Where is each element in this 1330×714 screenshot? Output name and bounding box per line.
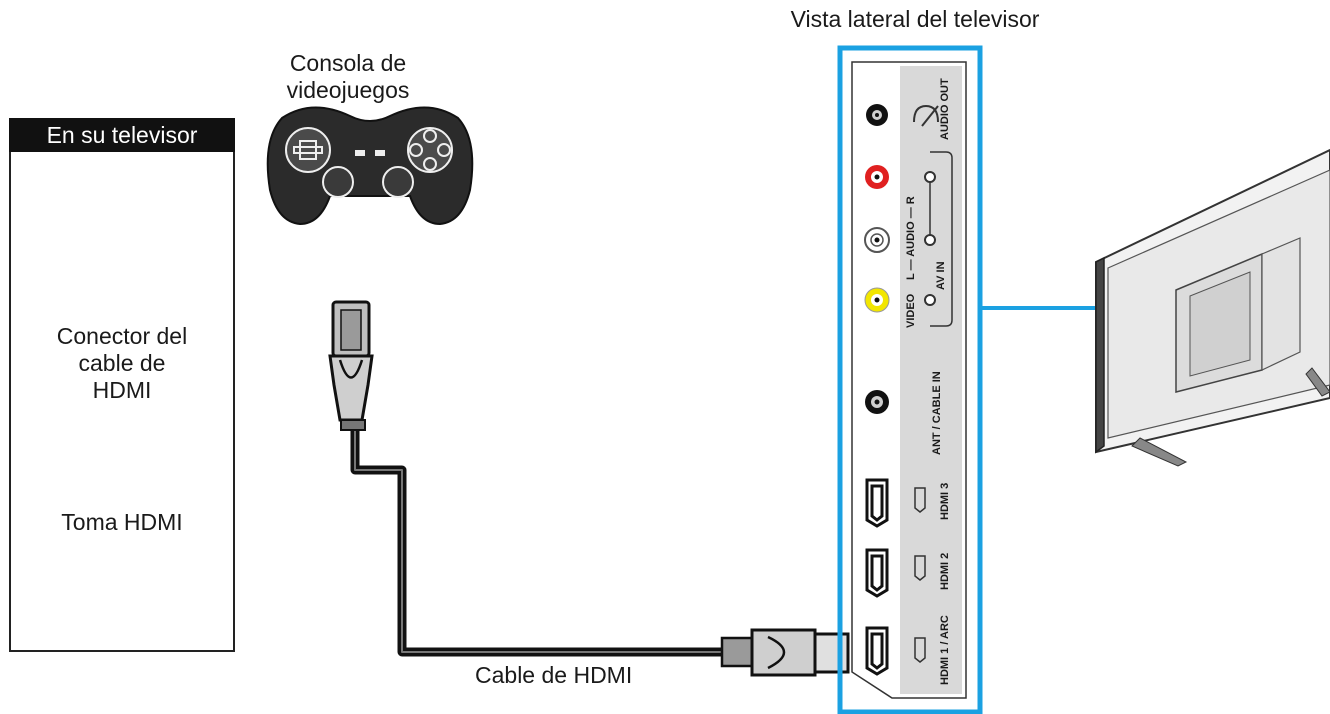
connector-label-line: HDMI	[92, 377, 152, 403]
svg-text:VIDEO: VIDEO	[905, 293, 917, 328]
svg-text:HDMI 3: HDMI 3	[939, 483, 951, 520]
tv-side-label: Vista lateral del televisor	[790, 6, 1040, 32]
game-controller-icon	[266, 106, 474, 226]
audio-out-label: AUDIO OUT	[939, 78, 951, 140]
console-label-line: videojuegos	[286, 77, 410, 103]
ant-cable-in-label: ANT / CABLE IN	[931, 371, 943, 455]
svg-text:HDMI 2: HDMI 2	[939, 553, 951, 590]
connector-label-line: Conector del	[56, 323, 188, 349]
hdmi2-label: HDMI 2	[939, 553, 951, 590]
console-label: Consola de videojuegos	[258, 50, 438, 104]
tv-side-panel: AUDIO OUT L — AUDIO — R AV IN VIDEO ANT …	[837, 45, 983, 714]
svg-text:HDMI 1 / ARC: HDMI 1 / ARC	[939, 615, 951, 685]
connector-label: Conector del cable de HDMI	[9, 323, 235, 404]
jack-label: Toma HDMI	[61, 509, 183, 535]
headphone-icon	[913, 104, 939, 123]
svg-text:L — AUDIO — R: L — AUDIO — R	[905, 196, 917, 280]
video-label: VIDEO	[905, 293, 917, 328]
hdmi2-port	[865, 548, 889, 598]
connector-label-line: cable de	[78, 350, 166, 376]
legend-header: En su televisor	[9, 118, 235, 152]
hdmi-plug-lower-icon	[720, 628, 850, 677]
legend-box	[9, 118, 235, 652]
hdmi3-label: HDMI 3	[939, 483, 951, 520]
tv-side-icon	[1095, 148, 1330, 467]
av-in-label: AV IN	[935, 261, 947, 290]
hdmi3-port	[865, 478, 889, 528]
svg-text:ANT / CABLE IN: ANT / CABLE IN	[931, 371, 943, 455]
hdmi-plug-upper-icon	[328, 300, 374, 431]
svg-text:AV IN: AV IN	[935, 261, 947, 290]
audio-lr-label: L — AUDIO — R	[905, 196, 917, 280]
hdmi1-port	[865, 626, 889, 676]
cable-label: Cable de HDMI	[475, 662, 633, 688]
svg-text:AUDIO OUT: AUDIO OUT	[939, 78, 951, 140]
hdmi-cable	[350, 405, 730, 657]
console-label-line: Consola de	[289, 50, 407, 76]
hdmi1-arc-label: HDMI 1 / ARC	[939, 615, 951, 685]
